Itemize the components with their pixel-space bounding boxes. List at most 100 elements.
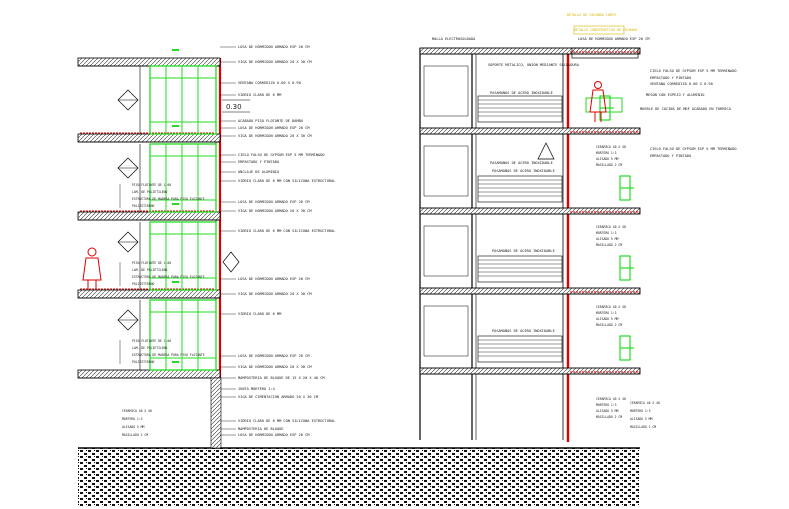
right-floor-stack-label: MORTERO 1:3 xyxy=(596,231,617,235)
right-annotation: PASAMANOS DE ACERO INOXIDABLE xyxy=(492,249,555,253)
left-section-details xyxy=(82,89,250,331)
left-slab xyxy=(77,289,221,299)
right-title-line-2: DETALLE CONSTRUCTIVO DE FACHADA xyxy=(574,28,637,32)
railing-frame xyxy=(477,255,563,283)
level-marker xyxy=(172,281,179,283)
railing-frame xyxy=(477,95,563,123)
left-annotation: VIDRIO CLARO DE 6 MM CON SILICONA ESTRUC… xyxy=(238,229,335,233)
right-floor-stack-label: MORTERO 1:3 xyxy=(596,403,617,407)
section-marker xyxy=(117,231,139,253)
right-annotation: MUEBLE DE COCINA DE MDF ACABADO EN FORMI… xyxy=(640,107,732,111)
left-glazing-panels xyxy=(139,65,217,371)
left-annotation: VIGA DE HORMIGON ARMADO 20 X 30 CM xyxy=(238,134,312,138)
left-annotation: VIGA DE CIMENTACION ARMADO 20 X 30 CM xyxy=(238,395,319,399)
left-annotation: VIDRIO CLARO DE 6 MM CON SILICONA ESTRUC… xyxy=(238,179,335,183)
scale-figure-body xyxy=(82,257,102,281)
glazing-frame xyxy=(149,299,217,371)
window-opening xyxy=(423,225,469,277)
left-floor-stack-label: LAM. DE POLIETILENO xyxy=(132,190,168,194)
left-ground-stack-label: MORTERO 1:3 xyxy=(122,417,143,421)
right-floor-stack-label: MORTERO 1:3 xyxy=(596,151,617,155)
right-section-structure xyxy=(419,48,570,442)
left-floor-stack-label: PISO FLOTANTE DE 1.00 xyxy=(132,339,171,343)
right-annotation: LOSA DE HORMIGON ARMADO ESP 20 CM xyxy=(578,37,650,41)
glazing-frame xyxy=(149,65,217,135)
right-annotation: PASAMANOS DE ACERO INOXIDABLE xyxy=(492,329,555,333)
left-annotation: JUNTA MORTERO 1:4 xyxy=(238,387,275,391)
section-marker xyxy=(222,251,240,273)
left-annotation: VIDRIO CLARO DE 6 MM CON SILICONA ESTRUC… xyxy=(238,419,335,423)
left-floor-stack-label: ESTRUCTURA DE MADERA PARA PISO FLOTANTE xyxy=(132,275,205,279)
left-annotation: EMPASTADO Y PINTADO xyxy=(238,160,279,164)
scale-figure-head xyxy=(594,81,602,89)
right-floor-stack-label: CERAMICA 40 X 40 xyxy=(596,305,626,309)
left-annotation: VENTANA CORREDIZA 0.60 X 0.90 xyxy=(238,81,301,85)
right-ground-stack-label: MORTERO 1:3 xyxy=(630,409,651,413)
right-ground-stack-label: CERAMICA 40 X 40 xyxy=(630,401,660,405)
right-floor-slabs xyxy=(419,47,641,375)
left-floor-stack-label: LAM. DE POLIETILENO xyxy=(132,268,168,272)
right-floor-stack-label: ALISADO 5 MM xyxy=(596,237,618,241)
left-foundation-wall xyxy=(210,377,222,449)
right-floor-stack-label: ALISADO 5 MM xyxy=(596,317,618,321)
right-slab xyxy=(419,47,641,55)
left-annotation: ANCLAJE DE ALUMINIO xyxy=(238,170,279,174)
left-slab xyxy=(77,369,221,379)
right-slab xyxy=(419,367,641,375)
left-annotation: VIDRIO CLARO DE 6 MM xyxy=(238,312,282,316)
right-annotation: MALLA ELECTROSOLDADA xyxy=(432,37,476,41)
left-ground-stack-label: MASILLADO 2 CM xyxy=(122,433,148,437)
left-annotation: VIGA DE HORMIGON ARMADO 20 X 30 CM xyxy=(238,209,312,213)
dimension-label: 0.30 xyxy=(226,103,242,111)
left-floor-stack-label: PISO FLOTANTE DE 1.00 xyxy=(132,183,171,187)
section-marker xyxy=(117,157,139,179)
scale-figure-body xyxy=(589,89,607,113)
left-annotation: LOSA DE HORMIGON ARMADO ESP 20 CM xyxy=(238,200,310,204)
left-annotation: MAMPOSTERIA DE BLOQUE xyxy=(238,427,283,431)
left-floor-stack-label: POLIESTIRENO xyxy=(132,360,154,364)
right-annotation: CIELO FALSO DE GYPSUM ESP 5 MM TERMINADO xyxy=(650,147,737,151)
right-floor-stack-label: CERAMICA 40 X 40 xyxy=(596,397,626,401)
left-ground-stack-label: CERAMICA 40 X 40 xyxy=(122,409,152,413)
left-annotation: VIGA DE HORMIGON ARMADO 20 X 30 CM xyxy=(238,365,312,369)
right-ground-stack-label: ALISADO 5 MM xyxy=(630,417,652,421)
left-annotation: MAMPOSTERIA DE BLOQUE DE 15 X 20 X 40 CM xyxy=(238,376,325,380)
left-floor-stack-label: POLIESTIRENO xyxy=(132,204,154,208)
left-floor-stack-label: POLIESTIRENO xyxy=(132,282,154,286)
right-annotation: EMPASTADO Y PINTADO xyxy=(650,76,691,80)
right-floor-stack-label: CERAMICA 40 X 40 xyxy=(596,225,626,229)
left-annotation: VIDRIO CLARO DE 6 MM xyxy=(238,93,282,97)
annotation-labels: LOSA DE HORMIGON ARMADO ESP 20 CM VIGA DE… xyxy=(119,37,737,437)
railing-frame xyxy=(477,175,563,203)
left-ground-stack-label: ALISADO 5 MM xyxy=(122,425,144,429)
left-annotation: LOSA DE HORMIGON ARMADO ESP 20 CM xyxy=(238,354,310,358)
right-annotation: CIELO FALSO DE GYPSUM ESP 5 MM TERMINADO xyxy=(650,69,737,73)
level-marker xyxy=(172,125,179,127)
ground-soil-hatch xyxy=(78,448,640,506)
title-frame xyxy=(573,25,625,35)
right-floor-stack-label: CERAMICA 40 X 40 xyxy=(596,145,626,149)
left-slab xyxy=(77,211,221,221)
right-floor-stack-label: MASILLADO 2 CM xyxy=(596,163,622,167)
level-marker xyxy=(172,49,179,51)
section-marker xyxy=(117,309,139,331)
right-annotation: SOPORTE METALICO, UNION MEDIANTE SOLDADU… xyxy=(488,63,580,67)
right-section-details xyxy=(537,25,639,361)
left-annotation: CIELO FALSO DE GYPSUM ESP 5 MM TERMINADO xyxy=(238,153,325,157)
left-annotation: VIGA DE HORMIGON ARMADO 20 X 30 CM xyxy=(238,292,312,296)
scale-figure-head xyxy=(87,247,97,257)
level-marker xyxy=(172,203,179,205)
right-slab xyxy=(419,287,641,295)
right-annotation: VENTANA CORREDIZA 0.60 X 0.90 xyxy=(650,82,713,86)
railing-frame xyxy=(477,335,563,363)
right-floor-stack-label: MASILLADO 2 CM xyxy=(596,323,622,327)
left-floor-slabs xyxy=(77,49,221,379)
left-annotation: ACABADO PISO FLOTANTE DE BAMBU xyxy=(238,119,303,123)
glazing-frame xyxy=(149,143,217,213)
right-annotation: EMPASTADO Y PINTADO xyxy=(650,154,691,158)
right-title-line-1: DETALLE DE FACHADA CORTE xyxy=(567,13,616,17)
right-slab xyxy=(419,207,641,215)
left-floor-stack-label: LAM. DE POLIETILENO xyxy=(132,346,168,350)
window-opening xyxy=(423,145,469,197)
